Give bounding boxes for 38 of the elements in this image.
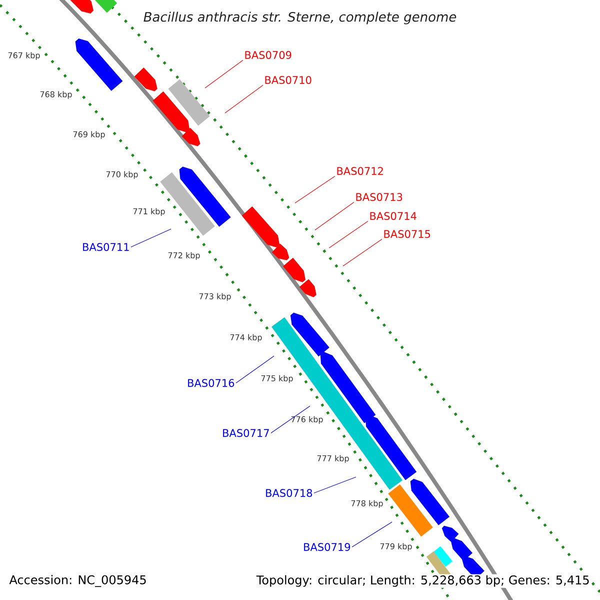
leader-line [204, 60, 244, 88]
leader-line [236, 356, 274, 384]
leader-line [224, 84, 264, 114]
leader-line [352, 522, 392, 548]
accession-label: Accession: NC_005945 [8, 574, 148, 588]
scale-label: 775 kbp [261, 375, 293, 383]
scale-label: 768 kbp [40, 91, 72, 99]
scale-label: 773 kbp [199, 293, 231, 301]
scale-label: 779 kbp [380, 543, 412, 551]
gene-label: BAS0715 [384, 230, 430, 238]
scale-label: 774 kbp [230, 334, 262, 342]
leader-line [270, 406, 310, 434]
gene-label: BAS0717 [223, 429, 269, 437]
leader-line [294, 176, 336, 204]
gene-label: BAS0713 [356, 193, 402, 201]
scale-label: 770 kbp [106, 171, 138, 179]
scale-label: 769 kbp [73, 131, 105, 139]
gene-label: BAS0712 [337, 167, 383, 175]
scale-label: 778 kbp [351, 500, 383, 508]
leader-line [342, 238, 382, 266]
gene-label: BAS0711 [83, 243, 129, 251]
gene-label: BAS0714 [370, 212, 416, 220]
scale-label: 777 kbp [317, 455, 349, 463]
leader-line [314, 202, 354, 230]
gene-label: BAS0709 [245, 51, 292, 59]
map-title: Bacillus anthracis str. Sterne, complete genome [144, 12, 456, 24]
scale-label: 772 kbp [168, 252, 200, 260]
leader-line [314, 476, 356, 494]
gene-label: BAS0719 [304, 543, 350, 551]
gene-label: BAS0710 [265, 76, 312, 84]
gene-label: BAS0716 [188, 379, 234, 387]
scale-label: 767 kbp [8, 52, 40, 60]
genome-info-label: Topology: circular; Length: 5,228,663 bp; Genes: 5,415 [255, 574, 591, 588]
gene-label: BAS0718 [266, 489, 312, 497]
scale-label: 776 kbp [291, 416, 323, 424]
leader-line [130, 228, 172, 248]
leader-line [328, 220, 368, 248]
scale-label: 771 kbp [133, 208, 165, 216]
